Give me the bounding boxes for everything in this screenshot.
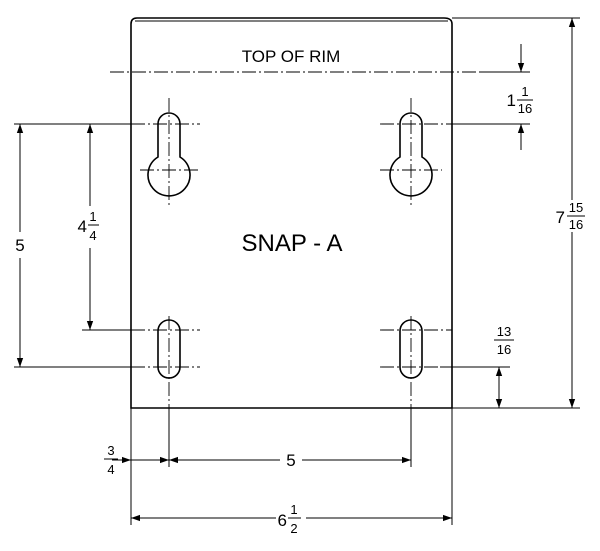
svg-text:5: 5 [15, 236, 24, 255]
hole-centerlines [131, 98, 452, 408]
dim-hole-vertical-outer: 5 [15, 124, 25, 367]
svg-text:5: 5 [286, 451, 295, 470]
svg-text:15: 15 [569, 200, 583, 215]
dim-edge-to-hole: 3 4 [104, 443, 169, 477]
dim-overall-width: 6 1 2 [131, 502, 452, 536]
svg-text:16: 16 [497, 342, 511, 357]
keyhole-right [389, 112, 433, 197]
drawing-title: SNAP - A [242, 230, 343, 257]
svg-text:3: 3 [107, 443, 114, 458]
svg-text:1: 1 [507, 91, 516, 110]
svg-text:1: 1 [89, 209, 96, 224]
plate-outline [130, 17, 453, 409]
svg-text:1: 1 [290, 502, 297, 517]
svg-text:4: 4 [107, 462, 114, 477]
dim-overall-height: 7 15 16 [556, 18, 585, 408]
dim-slot-to-bottom: 13 16 [494, 324, 514, 408]
svg-text:7: 7 [556, 208, 565, 227]
svg-text:13: 13 [497, 324, 511, 339]
svg-text:1: 1 [521, 84, 528, 99]
keyhole-left [147, 112, 191, 197]
svg-text:16: 16 [518, 101, 532, 116]
dim-hole-vertical-inner: 4 1 4 [78, 124, 99, 330]
svg-text:6: 6 [278, 511, 287, 530]
svg-text:2: 2 [290, 521, 297, 536]
svg-text:16: 16 [569, 217, 583, 232]
rim-label: TOP OF RIM [242, 47, 341, 66]
extension-lines [14, 17, 580, 525]
svg-text:4: 4 [78, 217, 87, 236]
dim-hole-to-rim: 1 1 16 [507, 44, 533, 150]
svg-text:4: 4 [89, 228, 96, 243]
dim-hole-horizontal: 5 [169, 451, 411, 470]
